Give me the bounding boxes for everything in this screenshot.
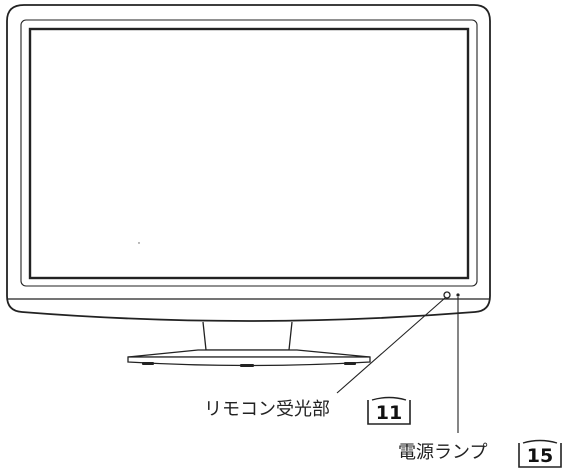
power-lamp-page-ref: 15 xyxy=(527,445,553,467)
stand-foot-center xyxy=(240,364,254,367)
page-ref-book-spine xyxy=(371,396,407,401)
stand-base-top xyxy=(127,349,371,358)
power-lamp xyxy=(456,293,460,297)
stand-foot-left xyxy=(142,362,154,365)
remote-sensor-leader-line xyxy=(336,297,446,394)
stand-neck xyxy=(202,321,293,351)
book-icon: 15 xyxy=(518,439,562,468)
book-icon: 11 xyxy=(367,396,411,425)
remote-sensor-page-ref: 11 xyxy=(376,402,402,424)
page-ref-book-spine xyxy=(522,439,558,444)
power-lamp-callout: 電源ランプ 15 xyxy=(398,439,562,468)
remote-sensor-label: リモコン受光部 xyxy=(204,399,330,420)
stand-foot-right xyxy=(344,362,356,365)
tv-body xyxy=(6,4,491,322)
remote-sensor-callout: リモコン受光部 11 xyxy=(204,396,411,425)
page-ref-book-frame xyxy=(367,400,411,425)
tv-stand xyxy=(127,321,371,367)
screen-speck xyxy=(138,242,140,244)
power-lamp-label: 電源ランプ xyxy=(398,442,487,463)
screen xyxy=(28,27,470,280)
remote-sensor xyxy=(443,291,451,299)
page-ref-book-frame xyxy=(518,443,562,468)
